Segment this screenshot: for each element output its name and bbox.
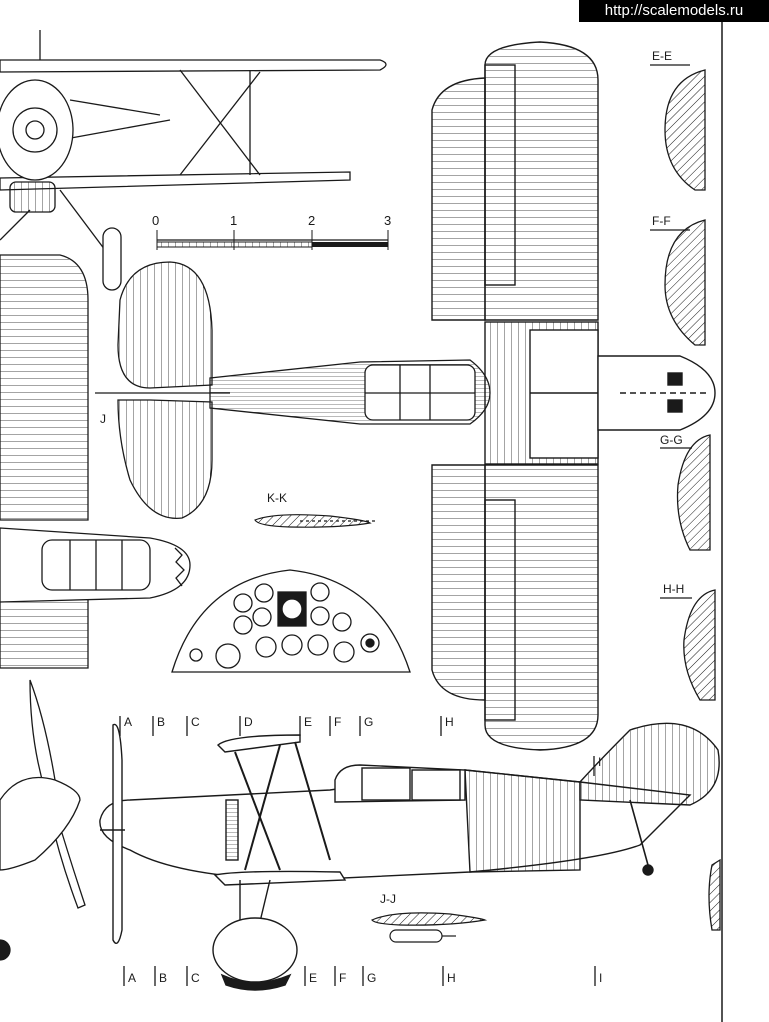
station-bottom-i: I [599, 971, 602, 985]
tailplane-plan [95, 261, 230, 519]
station-bottom-h: H [447, 971, 456, 985]
left-propeller-view [0, 679, 86, 961]
station-top-d: D [244, 715, 253, 729]
main-wing-plan [431, 41, 716, 751]
station-bottom-c: C [191, 971, 200, 985]
station-bottom-a: A [128, 971, 136, 985]
section-label-g-g: G-G [660, 433, 683, 447]
k-k-profile [254, 514, 378, 528]
watermark: http://scalemodels.ru [579, 0, 769, 22]
section-label-k-k: K-K [267, 491, 287, 505]
section-profiles [650, 64, 721, 931]
j-j-profile [371, 912, 488, 943]
station-markers-top [119, 716, 595, 776]
station-top-h: H [445, 715, 454, 729]
station-bottom-b: B [159, 971, 167, 985]
station-top-e: E [304, 715, 312, 729]
section-label-h-h: H-H [663, 582, 684, 596]
front-view [0, 30, 387, 291]
station-top-b: B [157, 715, 165, 729]
station-bottom-e: E [309, 971, 317, 985]
scale-bar: 0 1 2 3 [152, 213, 391, 250]
station-markers-bottom [123, 966, 596, 986]
scale-tick-0: 0 [152, 213, 159, 228]
station-bottom-f: F [339, 971, 346, 985]
station-top-i: I [598, 755, 601, 769]
fuselage-plan [209, 359, 491, 425]
instrument-panel [171, 569, 411, 673]
section-label-j: J [100, 412, 106, 426]
left-wing-plan [0, 254, 191, 669]
scale-tick-2: 2 [308, 213, 315, 228]
side-view [99, 722, 720, 991]
station-bottom-g: G [367, 971, 376, 985]
section-label-j-j: J-J [380, 892, 396, 906]
station-top-c: C [191, 715, 200, 729]
station-top-g: G [364, 715, 373, 729]
station-top-f: F [334, 715, 341, 729]
station-top-a: A [124, 715, 132, 729]
section-label-e-e: E-E [652, 49, 672, 63]
section-label-f-f: F-F [652, 214, 671, 228]
scale-tick-3: 3 [384, 213, 391, 228]
scale-tick-1: 1 [230, 213, 237, 228]
